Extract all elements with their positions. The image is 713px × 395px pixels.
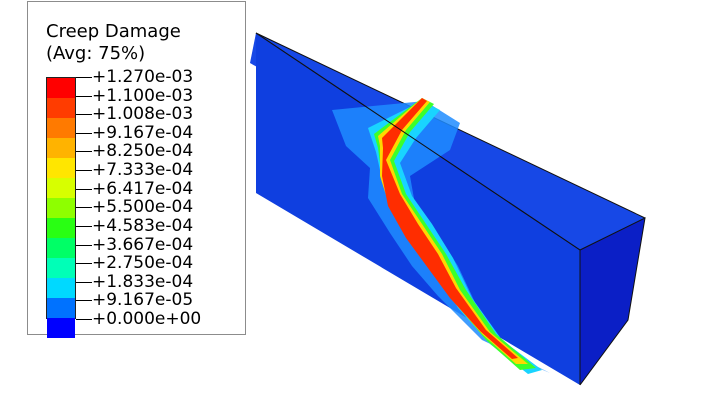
beam-front-top-edge xyxy=(255,32,581,251)
legend-tick-label: +1.833e-04 xyxy=(92,271,194,292)
legend-tick xyxy=(76,170,92,172)
legend-swatch xyxy=(47,317,75,338)
legend-tick xyxy=(76,132,92,134)
legend-tick-label: +1.100e-03 xyxy=(92,85,194,106)
legend-tick-label: +8.250e-04 xyxy=(92,141,194,162)
legend-swatch xyxy=(47,217,75,238)
legend-tick xyxy=(76,281,92,283)
legend-swatch xyxy=(47,297,75,318)
legend-tick-label: +7.333e-04 xyxy=(92,160,194,181)
legend-swatch xyxy=(47,97,75,118)
legend-swatch xyxy=(47,197,75,218)
legend-tick-label: +1.270e-03 xyxy=(92,67,194,87)
legend-tick xyxy=(76,77,92,78)
legend-tick xyxy=(76,188,92,190)
legend-swatch xyxy=(47,78,75,98)
legend-swatch xyxy=(47,237,75,258)
legend-swatch xyxy=(47,137,75,158)
legend-tick-label: +1.008e-03 xyxy=(92,104,194,125)
legend-swatch xyxy=(47,257,75,278)
legend-tick-label: +9.167e-05 xyxy=(92,290,194,311)
color-bar xyxy=(46,77,76,338)
beam-end-edges xyxy=(579,217,646,386)
legend-tick xyxy=(76,225,92,227)
legend-title: Creep Damage xyxy=(46,21,181,42)
legend-tick-label: +0.000e+00 xyxy=(92,309,202,329)
legend-tick xyxy=(76,151,92,153)
legend-tick-label: +2.750e-04 xyxy=(92,253,194,274)
legend-tick-label: +4.583e-04 xyxy=(92,215,194,236)
damage-core-red xyxy=(382,98,518,359)
legend-tick xyxy=(76,95,92,97)
legend-tick xyxy=(76,114,92,116)
legend-tick-label: +9.167e-04 xyxy=(92,122,194,143)
legend-swatch xyxy=(47,277,75,298)
legend-tick xyxy=(76,300,92,302)
beam-contour-plot xyxy=(250,32,646,386)
legend-tick-label: +5.500e-04 xyxy=(92,197,194,218)
contour-legend: Creep Damage (Avg: 75%) +1.270e-03+1.100… xyxy=(27,1,246,338)
beam-end-face xyxy=(580,218,645,385)
legend-tick xyxy=(76,244,92,246)
legend-swatch xyxy=(47,177,75,198)
legend-tick-label: +3.667e-04 xyxy=(92,234,194,255)
legend-swatch xyxy=(47,157,75,178)
legend-tick-label: +6.417e-04 xyxy=(92,178,194,199)
legend-tick xyxy=(76,207,92,209)
legend-swatch xyxy=(47,117,75,138)
legend-tick xyxy=(76,319,92,320)
legend-tick xyxy=(76,263,92,265)
legend-subtitle: (Avg: 75%) xyxy=(46,43,146,64)
